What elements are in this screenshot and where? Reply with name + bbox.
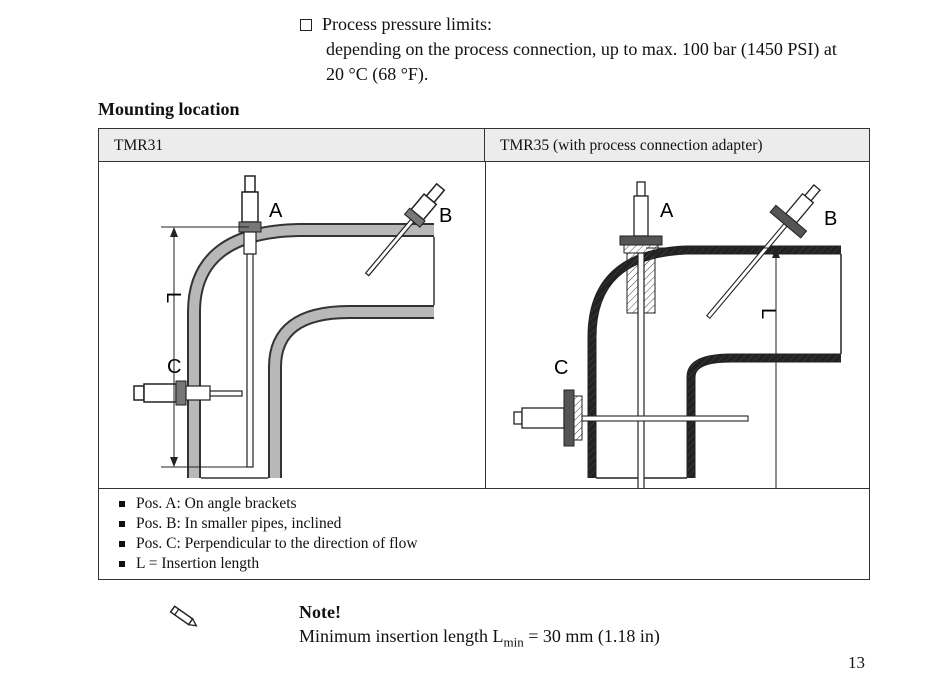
probe-c <box>133 380 243 406</box>
label-b: B <box>439 205 452 227</box>
list-item: Pos. A: On angle brackets <box>116 494 418 514</box>
mounting-table: TMR31 TMR35 (with process connection ada… <box>98 128 870 580</box>
label-a: A <box>660 200 674 222</box>
note-title: Note! <box>299 602 341 622</box>
probe-b <box>364 182 446 277</box>
pressure-title: Process pressure limits: <box>322 14 492 34</box>
list-item: Pos. C: Perpendicular to the direction o… <box>116 534 418 554</box>
checkbox-bullet-icon <box>300 19 312 31</box>
pressure-limits-block: Process pressure limits: depending on th… <box>300 12 837 87</box>
probe-a <box>238 175 262 468</box>
tmr31-diagram: A B C L <box>133 175 452 479</box>
list-item: Pos. B: In smaller pipes, inclined <box>116 514 418 534</box>
column-divider <box>485 162 486 488</box>
probe-a-flanged <box>619 181 663 488</box>
dimension-l <box>646 247 782 488</box>
section-heading: Mounting location <box>98 99 240 119</box>
tmr35-diagram: A B C L <box>513 181 842 488</box>
probe-b-flanged <box>705 184 821 320</box>
pressure-line-2: 20 °C (68 °F). <box>326 64 429 84</box>
label-c: C <box>554 357 568 379</box>
label-a: A <box>269 200 283 222</box>
label-b: B <box>824 208 837 230</box>
row-divider <box>99 488 869 489</box>
pipe-inner-wall <box>268 305 434 478</box>
pipe-outer-wall <box>187 223 434 478</box>
legend-list: Pos. A: On angle brackets Pos. B: In sma… <box>116 494 418 574</box>
pencil-icon <box>166 603 200 638</box>
probe-c-flanged <box>513 389 749 447</box>
page-number: 13 <box>848 653 865 672</box>
header-tmr35: TMR35 (with process connection adapter) <box>485 129 869 162</box>
label-l: L <box>757 308 779 319</box>
label-l: L <box>162 292 184 303</box>
dimension-l <box>161 226 249 468</box>
pressure-line-1: depending on the process connection, up … <box>326 39 837 59</box>
header-tmr31: TMR31 <box>99 129 485 162</box>
note-text: Minimum insertion length Lmin = 30 mm (1… <box>299 626 660 650</box>
list-item: L = Insertion length <box>116 554 418 574</box>
